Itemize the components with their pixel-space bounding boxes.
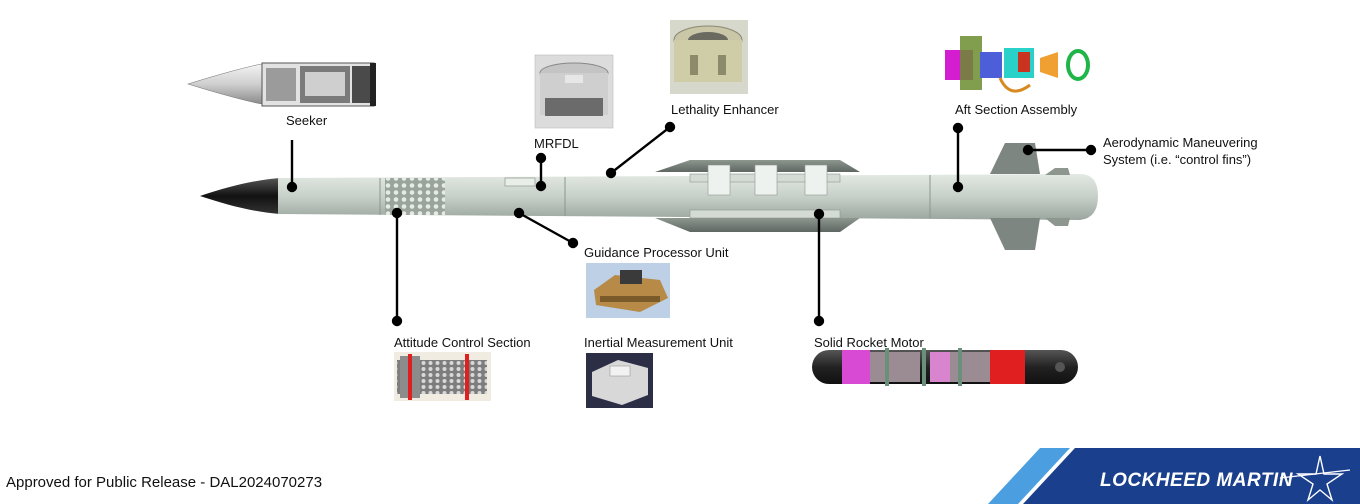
lethality-enhancer-image <box>670 20 748 94</box>
solid-rocket-motor-image <box>812 348 1078 386</box>
lower-fairing <box>655 218 860 232</box>
label-aft-section-assembly: Aft Section Assembly <box>955 102 1078 117</box>
lockheed-star-icon <box>1279 455 1351 503</box>
label-seeker: Seeker <box>286 113 328 128</box>
label-guidance-processor-unit: Guidance Processor Unit <box>584 245 729 260</box>
guidance-processor-image <box>586 263 670 318</box>
seeker-image <box>186 62 376 107</box>
label-aero-maneuvering-line2: System (i.e. “control fins”) <box>1103 152 1252 167</box>
missile-body <box>200 143 1098 250</box>
label-attitude-control-section: Attitude Control Section <box>394 335 531 350</box>
aft-section-image <box>945 36 1090 93</box>
brand-band <box>988 448 1360 504</box>
imu-image <box>586 353 653 408</box>
mrfdl-image <box>534 54 614 129</box>
attitude-control-image <box>394 352 491 401</box>
label-inertial-measurement-unit: Inertial Measurement Unit <box>584 335 733 350</box>
label-lethality-enhancer: Lethality Enhancer <box>671 102 779 117</box>
label-aero-maneuvering-line1: Aerodynamic Maneuvering <box>1103 135 1258 150</box>
nose-cone <box>200 178 280 214</box>
brand-name: LOCKHEED MARTIN <box>1100 470 1293 491</box>
callouts <box>286 121 1097 327</box>
label-solid-rocket-motor: Solid Rocket Motor <box>814 335 924 350</box>
lower-control-fin <box>990 218 1040 250</box>
release-notice: Approved for Public Release - DAL2024070… <box>6 474 323 491</box>
fuselage <box>278 174 1098 220</box>
label-mrfdl: MRFDL <box>534 136 579 151</box>
